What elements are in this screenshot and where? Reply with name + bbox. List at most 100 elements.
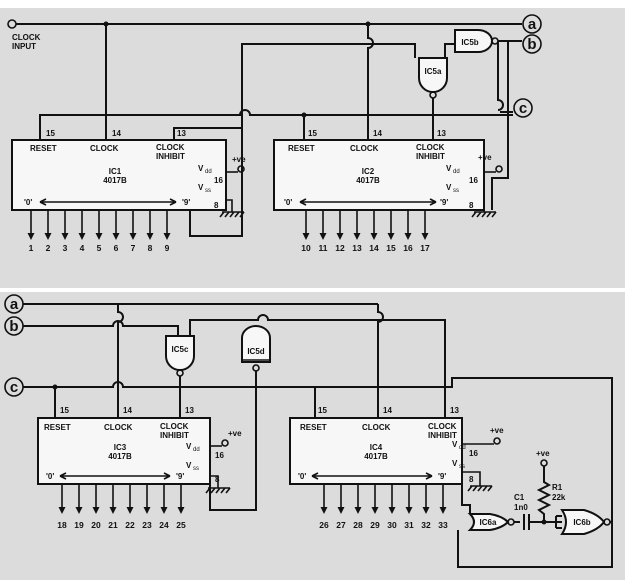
counter-ic3 [37,417,211,485]
output-label: 18 [57,520,67,530]
ic3-vss-sub: ss [193,466,199,472]
ic2-last-label: '9' [440,198,448,207]
output-arrowhead [439,507,447,514]
bus-c-label-top: c [519,100,527,117]
ic2-vdd-terminal [495,165,503,173]
ic3-supply: +ve [228,429,242,438]
ic1-vdd: V [198,164,204,173]
output-arrowhead [109,507,117,514]
ic1-part: 4017B [103,176,127,185]
output-label: 9 [165,243,170,253]
clock-input-terminal [7,19,17,29]
output-label: 13 [352,243,362,253]
output-label: 5 [97,243,102,253]
ic2-ground-symbol [471,200,497,218]
output-label: 7 [131,243,136,253]
output-label: 4 [80,243,85,253]
output-label: 19 [74,520,84,530]
output-arrowhead [404,233,412,240]
ic4-inhibit-label-2: INHIBIT [428,431,457,440]
counter-ic1 [11,139,227,211]
gate-ic5d [241,325,271,363]
clock-wire-ic4 [377,304,384,418]
ic1-reset-label: RESET [30,144,57,153]
ic4-vss-sub: ss [459,464,465,470]
ic1-clock-label: CLOCK [90,144,119,153]
gate-ic6b-label: IC6b [573,518,590,527]
output-arrowhead [370,233,378,240]
ic1-inhibit-label-2: INHIBIT [156,152,185,161]
output-label: 28 [353,520,363,530]
ic2-first-label: '0' [284,198,292,207]
ic3-vss: V [186,461,192,470]
output-label: 17 [420,243,430,253]
ic2-pin-vss: 8 [469,201,474,210]
ic2-supply: +ve [478,153,492,162]
bus-c-terminal-top [513,98,533,118]
ic3-pin-vdd: 16 [215,451,224,460]
ic5a-to-ic5b-wire [444,43,455,58]
gate-ic6b [560,509,606,535]
output-arrowhead [95,233,103,240]
output-arrowhead [75,507,83,514]
ic1-pin-inhibit: 13 [177,129,186,138]
output-arrowhead [78,233,86,240]
bus-b-wire-bottom [23,320,179,336]
ic6b-input-join [555,515,562,529]
ic4-last-label: '9' [438,472,446,481]
bus-b-label-top: b [527,36,536,53]
ic3-inhibit-label-1: CLOCK [160,422,189,431]
output-arrowhead [160,507,168,514]
ic3-reset-label: RESET [44,423,71,432]
ic2-part: 4017B [356,176,380,185]
output-arrowhead [353,233,361,240]
bus-a-label-top: a [528,16,537,33]
ic1-pin-vss: 8 [214,201,219,210]
output-arrowhead [302,233,310,240]
ic5b-feedback [497,41,504,111]
output-label: 31 [404,520,414,530]
junction-dot [52,384,58,390]
output-arrowhead [319,233,327,240]
ic2-clock-label: CLOCK [350,144,379,153]
output-arrowhead [337,507,345,514]
ic1-vdd-sub: dd [205,169,212,175]
output-label: 8 [148,243,153,253]
output-label: 21 [108,520,118,530]
ic1-last-label: '9' [182,198,190,207]
ic1-pin-clock: 14 [112,129,121,138]
ic4-vss: V [452,459,458,468]
ic3-first-label: '0' [46,472,54,481]
ic4-pin-reset: 15 [318,406,327,415]
ic1-ground-symbol [219,199,245,218]
ic4-first-label: '0' [298,472,306,481]
ic1-nine-wire [189,128,243,237]
gate-ic5c-label: IC5c [172,345,189,354]
bus-b-terminal-top [522,34,542,54]
ic1-first-label: '0' [24,198,32,207]
clock-wire-ic2 [367,24,374,140]
ic3-ground-symbol [205,475,231,494]
resistor-r1-symbol [536,466,552,522]
ic2-vdd: V [446,164,452,173]
bus-a-label-bottom: a [10,296,19,313]
ic3-vdd-sub: dd [193,447,200,453]
ic1-count-arrow [39,198,177,206]
output-label: 27 [336,520,346,530]
gate-ic6a [467,513,510,531]
junction-dot [301,112,307,118]
bus-c-feedback-loop [315,377,613,568]
counter-ic2 [273,139,485,211]
output-arrowhead [421,233,429,240]
ic4-pin-vdd: 16 [469,449,478,458]
ic3-inhibit-label-2: INHIBIT [160,431,189,440]
ic3-vdd: V [186,442,192,451]
ic2-inhibit-label-1: CLOCK [416,143,445,152]
ic3-pin-reset: 15 [60,406,69,415]
output-label: 26 [319,520,329,530]
output-arrowhead [405,507,413,514]
gate-ic6a-label: IC6a [480,518,497,527]
ic4-vdd-sub: dd [459,445,466,451]
